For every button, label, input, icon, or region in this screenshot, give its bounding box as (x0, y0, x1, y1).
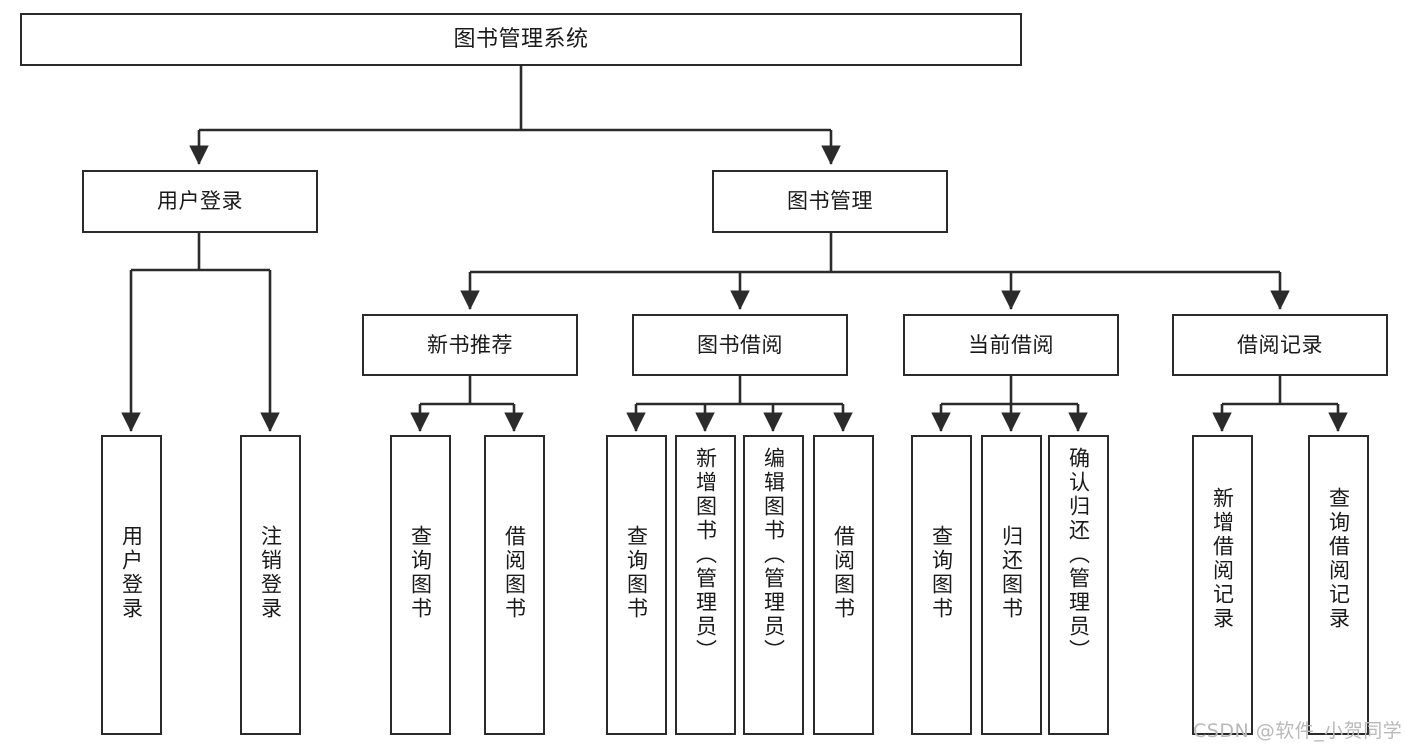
node-leaf-borrow-book-2-label: 借阅图书 (831, 525, 856, 621)
node-leaf-borrow-book-1-label: 借阅图书 (502, 525, 527, 621)
node-leaf-edit-book-label: 编辑图书（管理员） (761, 447, 786, 663)
node-leaf-user-login[interactable]: 用户登录 (101, 435, 162, 735)
node-book-management[interactable]: 图书管理 (712, 170, 948, 233)
node-borrow-record[interactable]: 借阅记录 (1172, 314, 1388, 376)
node-leaf-add-record[interactable]: 新增借阅记录 (1192, 435, 1253, 735)
node-leaf-borrow-book-1[interactable]: 借阅图书 (484, 435, 545, 735)
node-leaf-query-book-1-label: 查询图书 (408, 525, 433, 621)
node-leaf-query-record[interactable]: 查询借阅记录 (1308, 435, 1369, 735)
node-leaf-return-book[interactable]: 归还图书 (981, 435, 1042, 735)
node-leaf-borrow-book-2[interactable]: 借阅图书 (813, 435, 874, 735)
node-book-borrow-label: 图书借阅 (697, 332, 783, 357)
node-leaf-add-book-label: 新增图书（管理员） (693, 447, 718, 663)
csdn-watermark: CSDN @软件_小贺同学 (1193, 720, 1403, 742)
node-borrow-record-label: 借阅记录 (1237, 332, 1323, 357)
node-leaf-query-book-1[interactable]: 查询图书 (390, 435, 451, 735)
node-leaf-confirm-return[interactable]: 确认归还（管理员） (1048, 435, 1109, 735)
node-new-book-recommend-label: 新书推荐 (427, 332, 513, 357)
node-leaf-logout-login-label: 注销登录 (258, 525, 283, 621)
node-user-login[interactable]: 用户登录 (82, 170, 318, 233)
node-book-borrow[interactable]: 图书借阅 (632, 314, 848, 376)
node-leaf-add-book[interactable]: 新增图书（管理员） (675, 435, 736, 735)
node-leaf-query-book-3[interactable]: 查询图书 (911, 435, 972, 735)
node-leaf-edit-book[interactable]: 编辑图书（管理员） (743, 435, 804, 735)
node-leaf-query-book-2-label: 查询图书 (624, 525, 649, 621)
node-leaf-query-book-2[interactable]: 查询图书 (606, 435, 667, 735)
node-leaf-add-record-label: 新增借阅记录 (1210, 487, 1235, 631)
node-user-login-label: 用户登录 (157, 189, 243, 214)
node-leaf-query-book-3-label: 查询图书 (929, 525, 954, 621)
node-leaf-logout-login[interactable]: 注销登录 (240, 435, 301, 735)
node-current-borrow-label: 当前借阅 (968, 332, 1054, 357)
node-root[interactable]: 图书管理系统 (20, 13, 1022, 66)
node-leaf-user-login-label: 用户登录 (119, 525, 144, 621)
node-root-label: 图书管理系统 (453, 26, 589, 52)
node-leaf-query-record-label: 查询借阅记录 (1326, 487, 1351, 631)
node-leaf-confirm-return-label: 确认归还（管理员） (1066, 447, 1091, 663)
node-new-book-recommend[interactable]: 新书推荐 (362, 314, 578, 376)
node-leaf-return-book-label: 归还图书 (999, 525, 1024, 621)
node-book-management-label: 图书管理 (787, 189, 873, 214)
node-current-borrow[interactable]: 当前借阅 (903, 314, 1119, 376)
